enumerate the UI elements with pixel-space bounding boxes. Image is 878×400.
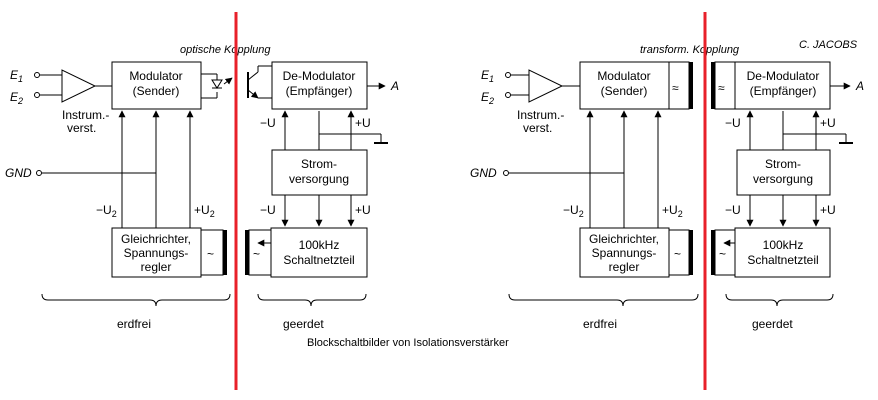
demodulator-block bbox=[734, 61, 831, 110]
svg-text:~: ~ bbox=[207, 247, 214, 261]
modulator-label: Modulator(Sender) bbox=[129, 69, 182, 98]
modulator-block bbox=[111, 61, 202, 110]
demodulator-label: De-Modulator(Empfänger) bbox=[283, 69, 356, 98]
power-supply-block bbox=[271, 149, 368, 196]
modulator-block bbox=[579, 61, 670, 110]
brace-isolated bbox=[41, 293, 231, 307]
optical-isolation-diagram: optische Kopplung E1 E2 Instrum.-verst. … bbox=[5, 44, 399, 331]
brace-grounded bbox=[725, 293, 834, 307]
isolated-label: erdfrei bbox=[117, 317, 151, 331]
minus-u2-label: −U2 bbox=[96, 203, 117, 219]
input-terminal bbox=[34, 92, 40, 98]
transformer-icon: ~ ~ bbox=[200, 229, 272, 276]
output-label: A bbox=[855, 79, 864, 93]
led-icon bbox=[201, 73, 233, 99]
brace-isolated bbox=[508, 293, 699, 307]
plus-u2-label: +U2 bbox=[194, 203, 215, 219]
input-terminal bbox=[505, 92, 511, 98]
instrumentation-amplifier bbox=[528, 69, 564, 103]
rectifier-block bbox=[579, 227, 670, 278]
power-supply-label: Strom-versorgung bbox=[289, 157, 349, 186]
plus-u-label: +U bbox=[820, 203, 836, 217]
plus-u2-label: +U2 bbox=[662, 203, 683, 219]
svg-text:~: ~ bbox=[719, 247, 726, 261]
grounded-label: geerdet bbox=[752, 317, 793, 331]
output-label: A bbox=[390, 79, 399, 93]
author-label: C. JACOBS bbox=[799, 39, 858, 51]
transformer-isolation-diagram: transform. Kopplung E1 E2 Instrum.-verst… bbox=[470, 44, 864, 331]
svg-text:≈: ≈ bbox=[672, 81, 679, 95]
grounded-label: geerdet bbox=[283, 317, 324, 331]
svg-text:~: ~ bbox=[674, 247, 681, 261]
modulator-label: Modulator(Sender) bbox=[597, 69, 650, 98]
gnd-terminal bbox=[503, 170, 509, 176]
demodulator-label: De-Modulator(Empfänger) bbox=[747, 69, 820, 98]
smps-block bbox=[270, 227, 368, 278]
transformer-icon: ~ ~ bbox=[668, 229, 736, 276]
input-e1-label: E1 bbox=[10, 68, 23, 84]
smps-block bbox=[734, 227, 831, 278]
input-e2-label: E2 bbox=[481, 90, 494, 106]
brace-grounded bbox=[257, 293, 367, 307]
input-e2-label: E2 bbox=[10, 90, 23, 106]
minus-u-label: −U bbox=[260, 203, 276, 217]
power-supply-label: Strom-versorgung bbox=[753, 157, 813, 186]
gnd-label: GND bbox=[470, 166, 497, 180]
rectifier-block bbox=[111, 227, 202, 278]
isolated-label: erdfrei bbox=[583, 317, 617, 331]
amp-label: Instrum.-verst. bbox=[62, 108, 109, 135]
plus-u-label: +U bbox=[820, 116, 836, 130]
minus-u-label: −U bbox=[260, 116, 276, 130]
svg-text:~: ~ bbox=[253, 247, 260, 261]
amp-label: Instrum.-verst. bbox=[517, 108, 564, 135]
diagram-caption: Blockschaltbilder von Isolationsverstärk… bbox=[307, 337, 509, 349]
gnd-label: GND bbox=[5, 166, 32, 180]
plus-u-label: +U bbox=[355, 203, 371, 217]
input-e1-label: E1 bbox=[481, 68, 494, 84]
minus-u2-label: −U2 bbox=[563, 203, 584, 219]
demodulator-block bbox=[271, 61, 368, 110]
coupling-label: optische Kopplung bbox=[180, 44, 271, 56]
plus-u-label: +U bbox=[355, 116, 371, 130]
svg-text:≈: ≈ bbox=[718, 81, 725, 95]
minus-u-label: −U bbox=[725, 203, 741, 217]
minus-u-label: −U bbox=[725, 116, 741, 130]
input-terminal bbox=[505, 72, 511, 78]
phototransistor-icon bbox=[247, 65, 272, 99]
rectifier-label: Gleichrichter,Spannungs-regler bbox=[121, 232, 191, 274]
rectifier-label: Gleichrichter,Spannungs-regler bbox=[589, 232, 659, 274]
signal-transformer-icon: ≈ ≈ bbox=[668, 61, 736, 110]
instrumentation-amplifier bbox=[61, 69, 97, 103]
gnd-terminal bbox=[36, 170, 42, 176]
input-terminal bbox=[34, 72, 40, 78]
coupling-label: transform. Kopplung bbox=[640, 44, 740, 56]
power-supply-block bbox=[736, 149, 831, 196]
